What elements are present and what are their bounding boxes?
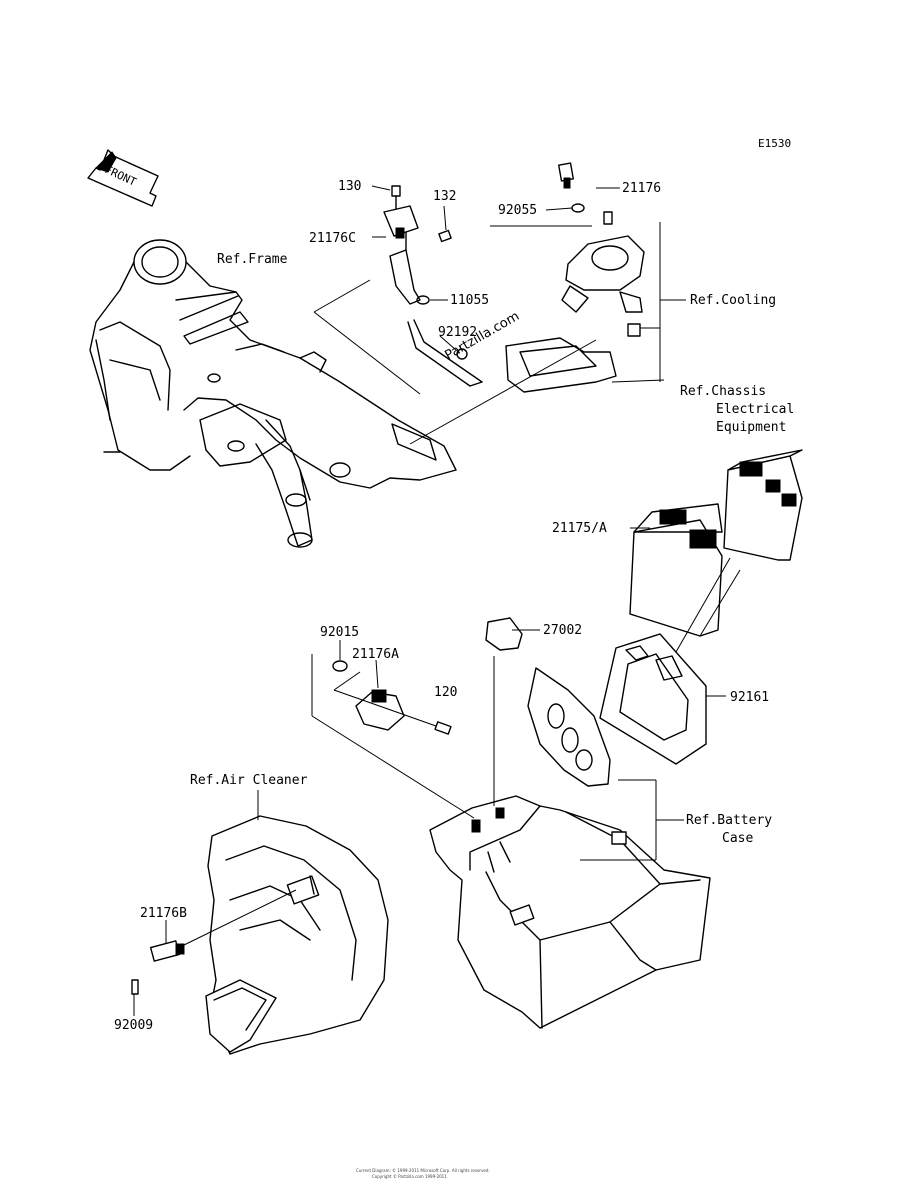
footer-line1: Current Diagram: © 1999-2011 Microsoft C… <box>356 1168 490 1173</box>
footer-line2: Copyright © Partzilla.com 1999-2011 <box>372 1174 447 1179</box>
sensor-21176C <box>383 205 419 237</box>
thermostat-housing-assembly <box>505 162 645 393</box>
label-92015: 92015 <box>320 625 359 640</box>
ecu-ref <box>723 455 803 561</box>
clamp-92192 <box>456 348 468 360</box>
label-21175A: 21175/A <box>552 521 607 536</box>
grommet-11055 <box>416 295 430 305</box>
air-cleaner-housing <box>131 815 389 1055</box>
bolt <box>603 211 613 225</box>
bracket <box>389 249 421 305</box>
sensor-bracket-assembly <box>383 185 483 387</box>
label-ref-air-cleaner: Ref.Air Cleaner <box>190 773 308 788</box>
label-ref-cooling: Ref.Cooling <box>690 293 776 308</box>
label-21176A: 21176A <box>352 647 399 662</box>
label-11055: 11055 <box>450 293 489 308</box>
label-132: 132 <box>433 189 456 204</box>
label-21176C: 21176C <box>309 231 356 246</box>
bolt-small <box>627 323 641 337</box>
bolt-130 <box>391 185 401 197</box>
hose <box>407 319 483 387</box>
washer-92055 <box>571 203 585 213</box>
ecu-assembly <box>485 449 803 787</box>
label-21176B: 21176B <box>140 906 187 921</box>
diagram-code: E1530 <box>758 137 791 150</box>
label-92009: 92009 <box>114 1018 153 1033</box>
bolt-92009 <box>131 979 139 995</box>
label-130-top: 130 <box>338 179 361 194</box>
label-27002: 27002 <box>543 623 582 638</box>
bolt-120 <box>434 721 452 735</box>
label-120: 120 <box>434 685 457 700</box>
battery-case <box>429 795 711 1029</box>
label-21176: 21176 <box>622 181 661 196</box>
leader-lines <box>133 185 741 1016</box>
label-ref-battery-line1: Ref.Battery <box>686 813 772 828</box>
sensor-21176B <box>149 940 181 962</box>
cover <box>527 667 611 787</box>
frame-assembly <box>89 239 457 548</box>
label-92161: 92161 <box>730 690 769 705</box>
ecu-21175A <box>629 519 723 637</box>
label-92055: 92055 <box>498 203 537 218</box>
bracket-92161 <box>599 633 707 765</box>
label-ref-battery-line2: Case <box>722 831 753 846</box>
bolt-132 <box>438 229 452 243</box>
label-ref-frame: Ref.Frame <box>217 252 288 267</box>
label-ref-chassis-line3: Equipment <box>716 420 786 435</box>
label-92192: 92192 <box>438 325 477 340</box>
collar-92015 <box>332 660 348 672</box>
relay-27002 <box>485 617 523 651</box>
label-ref-chassis-line1: Ref.Chassis <box>680 384 766 399</box>
front-arrow-icon: FRONT <box>87 149 159 207</box>
label-ref-chassis-line2: Electrical <box>716 402 794 417</box>
